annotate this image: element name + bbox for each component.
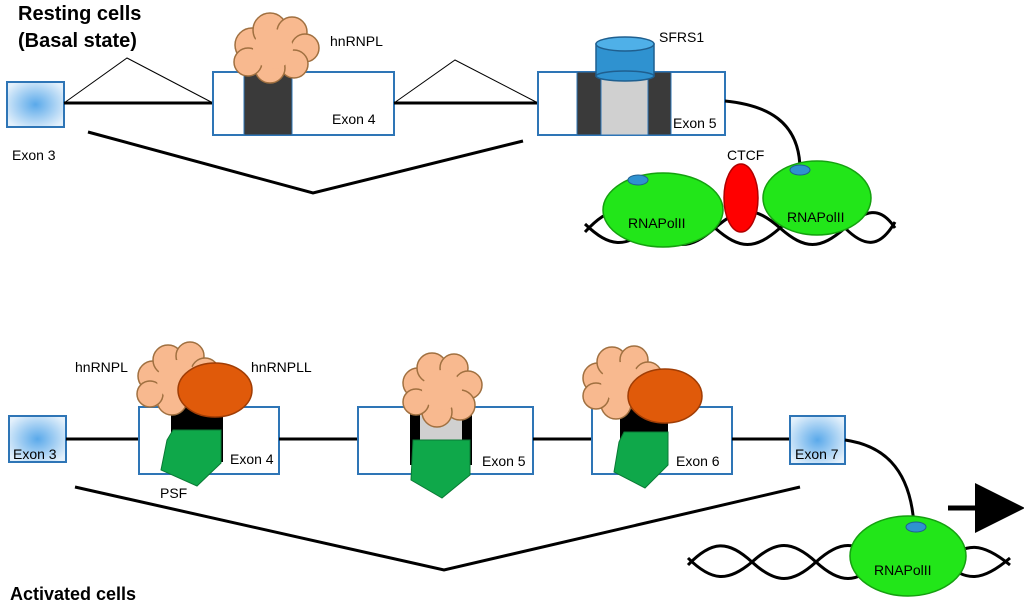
- rnapolii-bottom-label: RNAPolII: [874, 562, 932, 578]
- exon3-top-box: [6, 81, 65, 128]
- sfrs1-cylinder: [595, 36, 655, 82]
- hnrnpl-bottom-cloud-exon5: [402, 352, 483, 428]
- exon7-bottom-label: Exon 7: [795, 446, 839, 462]
- exon4-bottom-label: Exon 4: [230, 451, 274, 467]
- ctcf-protein: [723, 163, 759, 233]
- rnapolii-bottom: [849, 515, 967, 597]
- rna-tether: [724, 99, 802, 171]
- exon5-top-label: Exon 5: [673, 115, 717, 131]
- splice-arc: [393, 59, 539, 104]
- exon3-bottom-box: [8, 415, 67, 463]
- exon5-dark-block-right: [647, 71, 672, 136]
- sfrs1-label: SFRS1: [659, 29, 704, 45]
- rnapolii-top-right: [762, 160, 872, 236]
- rnapolii-top-left: [602, 172, 724, 248]
- splice-arc: [63, 57, 214, 104]
- psf-pentagon: [410, 439, 471, 499]
- exon3-bottom-label: Exon 3: [13, 446, 57, 462]
- psf-pentagon: [613, 431, 669, 489]
- hnrnpl-top-cloud: [233, 12, 320, 84]
- psf-label: PSF: [160, 485, 187, 501]
- hnrnpl-top-label: hnRNPL: [330, 33, 383, 49]
- resting-title-line2: (Basal state): [18, 30, 137, 52]
- rnapolii-top-left-label: RNAPolII: [628, 215, 686, 231]
- hnrnpll-label: hnRNPLL: [251, 359, 312, 375]
- rnapolii-top-right-label: RNAPolII: [787, 209, 845, 225]
- phospho-dot: [789, 164, 811, 176]
- exon3-top-label: Exon 3: [12, 147, 56, 163]
- splice-junction-v: [87, 130, 524, 195]
- exon5-bottom-label: Exon 5: [482, 453, 526, 469]
- exon7-bottom-box: [789, 415, 846, 465]
- phospho-dot: [905, 521, 927, 533]
- exon5-dark-block-left: [576, 71, 602, 136]
- psf-pentagon: [160, 429, 222, 487]
- hnrnpl-bottom-label: hnRNPL: [75, 359, 128, 375]
- activated-title: Activated cells: [10, 584, 136, 604]
- ctcf-label: CTCF: [727, 147, 764, 163]
- exon4-top-label: Exon 4: [332, 111, 376, 127]
- hnrnpll-ellipse-exon6: [627, 368, 703, 424]
- hnrnpll-ellipse-exon4: [177, 362, 253, 418]
- phospho-dot: [627, 174, 649, 186]
- rna-tether: [844, 438, 916, 526]
- splice-junction-v: [74, 485, 801, 572]
- resting-title-line1: Resting cells: [18, 3, 141, 25]
- exon6-bottom-label: Exon 6: [676, 453, 720, 469]
- exon5-grey-block: [600, 71, 649, 136]
